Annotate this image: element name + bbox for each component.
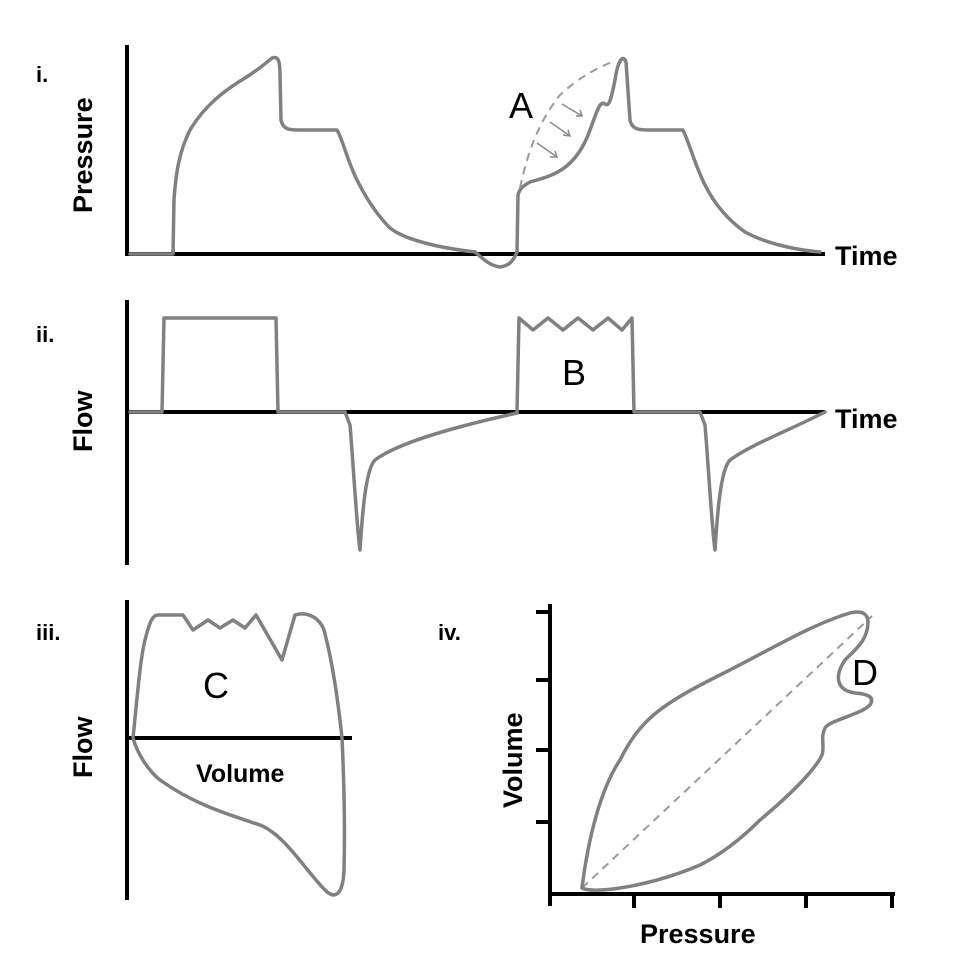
panel-flow-time: ii. Flow Time B [36,300,898,565]
flow-axis-label-1: Flow [68,390,98,452]
time-axis-label-2: Time [835,404,898,434]
pressure-ideal-dashed-curve [519,61,613,189]
pressure-axis-label: Pressure [68,97,98,213]
panel-flow-volume: iii. Flow C Volume [36,600,352,900]
pressure-volume-loop [580,610,874,892]
arrow-icon [561,103,584,117]
panel-label-iv: iv. [438,620,461,645]
pressure-waveform-2 [515,56,822,254]
pressure-trigger-dip [473,250,519,269]
annotation-a: A [509,85,533,126]
arrow-icon [549,121,572,137]
annotation-c: C [203,665,229,706]
y-ticks [536,610,550,824]
panel-volume-pressure: iv. Volume Pressure D [438,604,895,949]
flow-axis-label-2: Flow [68,716,98,778]
time-axis-label-1: Time [835,241,898,271]
arrows-group [536,103,584,158]
panel-label-i: i. [36,62,48,87]
flow-volume-loop [131,612,347,897]
arrow-icon [536,142,559,158]
panel-pressure-time: i. Pressure Time A [36,45,898,271]
pressure-x-axis-label: Pressure [640,919,756,949]
annotation-d: D [852,652,878,693]
panel-label-ii: ii. [36,322,54,347]
volume-axis-label: Volume [196,760,285,788]
volume-y-axis-label: Volume [498,712,528,808]
annotation-b: B [562,352,586,393]
pressure-waveform-1 [128,55,477,256]
expiratory-flow-1 [343,410,519,552]
flow-sawtooth-wave [515,316,702,414]
flow-square-wave-1 [128,316,347,414]
expiratory-flow-2 [698,410,827,552]
x-ticks [632,894,894,908]
pressure-volume-dashed-line [581,615,873,889]
panel-label-iii: iii. [36,620,60,645]
